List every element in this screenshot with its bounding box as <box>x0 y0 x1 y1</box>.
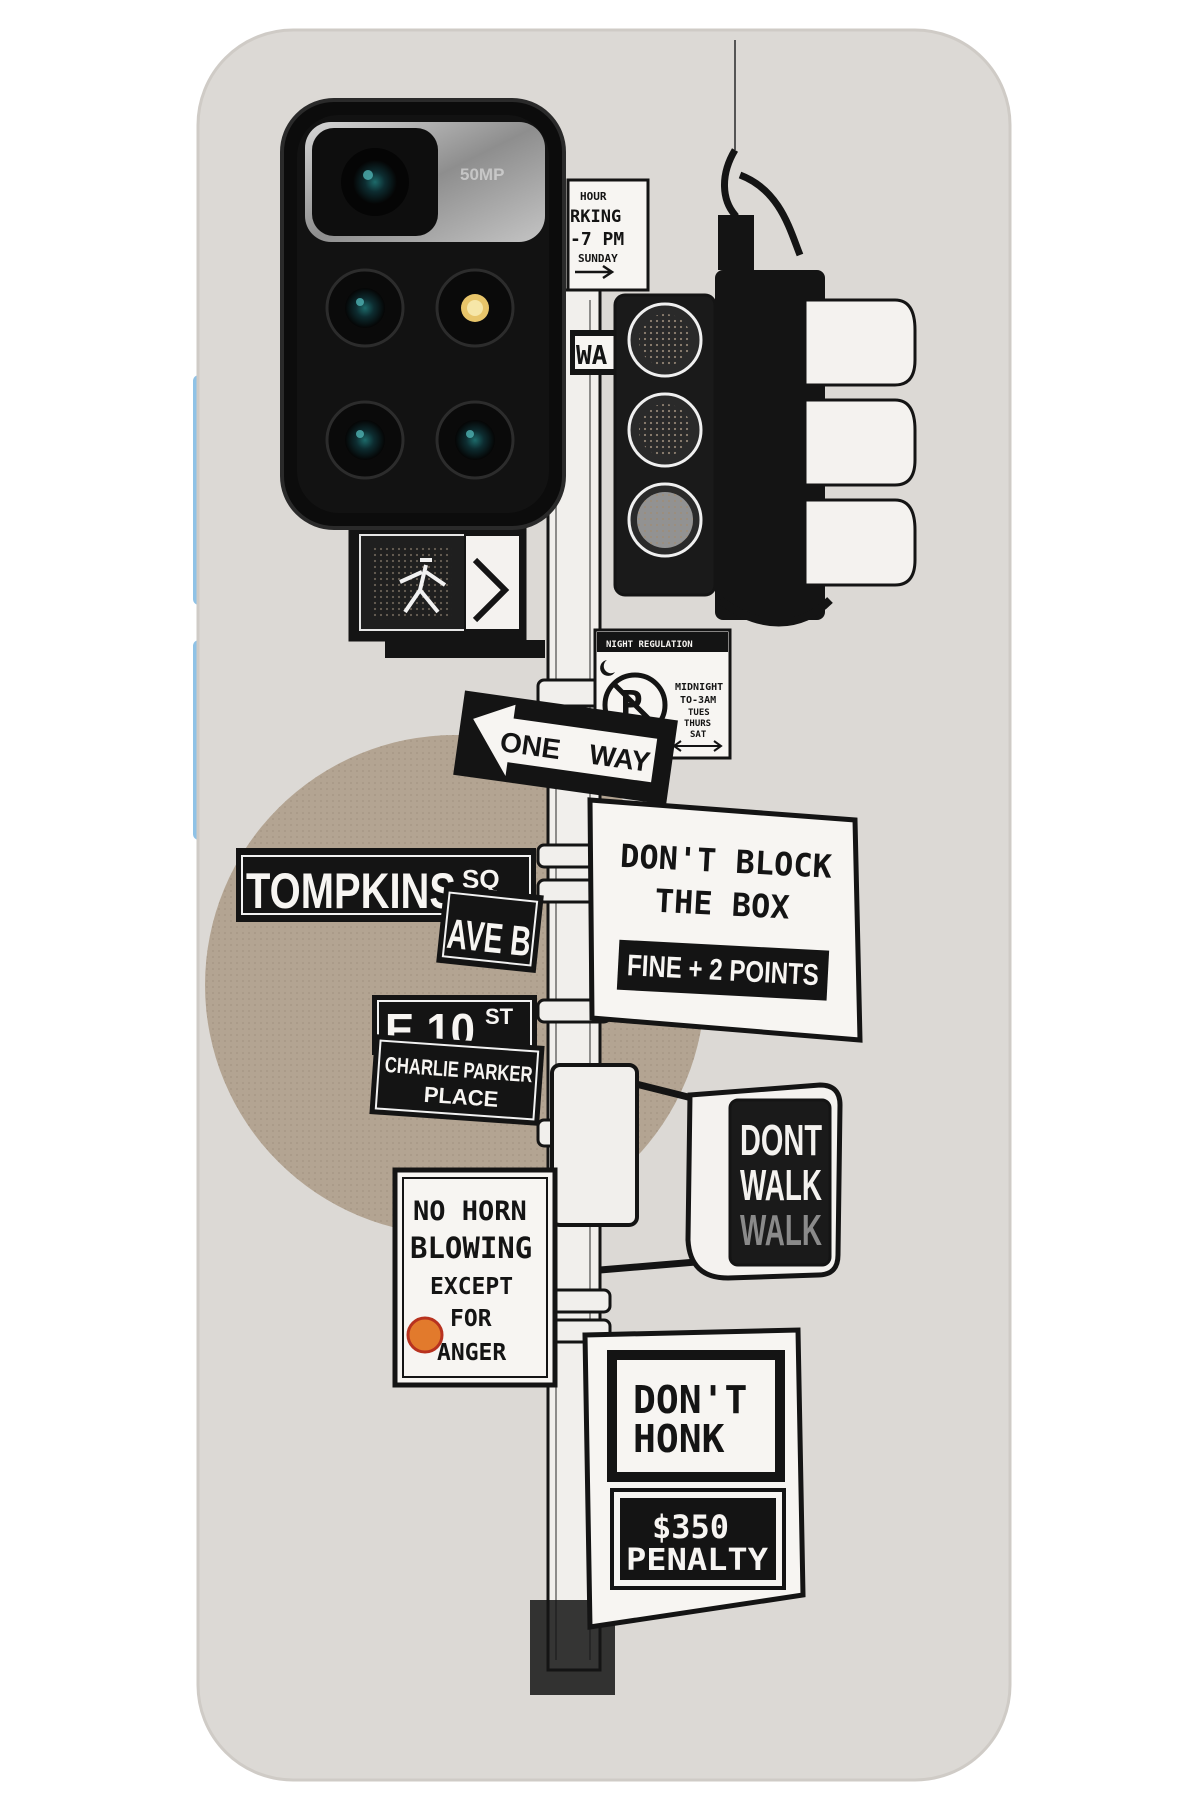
camera-megapixel-label: 50MP <box>460 165 504 184</box>
arrow-right-icon <box>575 264 615 280</box>
ave-b-street-sign: AVE B <box>436 884 544 974</box>
camera-flash <box>435 268 515 348</box>
no-horn-line1: NO HORN <box>413 1196 527 1227</box>
dont-walk-signal: DONT WALK WALK <box>685 1082 843 1281</box>
no-horn-blowing-sign: NO HORN BLOWING EXCEPT FOR ANGER <box>392 1167 558 1388</box>
charlie-parker-place-sign: CHARLIE PARKER PLACE <box>369 1034 545 1126</box>
walking-person-icon <box>399 558 447 614</box>
dont-honk-sign: DON'T HONK $350 PENALTY <box>582 1327 806 1630</box>
dont-honk-line1: DON'T <box>633 1378 747 1422</box>
night-line2: TO-3AM <box>680 695 716 706</box>
e10-suffix: ST <box>485 1004 514 1029</box>
parking-sign-line1: HOUR <box>580 190 607 203</box>
dont-walk-line3: WALK <box>740 1206 822 1255</box>
parking-sign-line2: RKING <box>570 207 621 227</box>
no-horn-line3: EXCEPT <box>430 1274 513 1300</box>
camera-module: 50MP <box>280 98 566 530</box>
tompkins-text: TOMPKINS <box>246 863 456 919</box>
parking-sign-line3: -7 PM <box>570 229 624 250</box>
secondary-camera-lenses <box>325 268 515 480</box>
no-horn-line2: BLOWING <box>410 1231 532 1265</box>
dont-honk-line2: HONK <box>633 1417 725 1461</box>
night-line3: TUES <box>688 708 710 718</box>
parking-sign-line4: SUNDAY <box>578 252 618 265</box>
traffic-light-hanger <box>721 148 804 260</box>
moon-icon <box>600 660 615 676</box>
no-horn-line5: ANGER <box>437 1340 506 1366</box>
dont-block-the-box-sign: DON'T BLOCK THE BOX FINE + 2 POINTS <box>587 797 863 1043</box>
ave-b-text: AVE B <box>445 910 533 966</box>
one-way-sign: ONE WAY <box>453 690 678 805</box>
dont-honk-line4: PENALTY <box>626 1543 768 1578</box>
night-line5: SAT <box>690 730 707 740</box>
dont-honk-line3: $350 <box>652 1508 729 1546</box>
traffic-light <box>613 270 917 627</box>
logo-sticker-icon <box>406 1316 444 1354</box>
no-horn-line4: FOR <box>450 1306 492 1332</box>
dont-block-line2: THE BOX <box>654 882 791 927</box>
night-regulation-title: NIGHT REGULATION <box>606 640 693 650</box>
dont-walk-line2: WALK <box>740 1161 822 1210</box>
way-fragment-text: WA <box>576 341 608 371</box>
parking-sign: HOUR RKING -7 PM SUNDAY <box>566 178 650 292</box>
pedestrian-walk-signal <box>348 523 545 658</box>
night-line1: MIDNIGHT <box>675 682 723 693</box>
night-line4: THURS <box>684 719 711 729</box>
dont-walk-line1: DONT <box>740 1116 822 1165</box>
charlie-parker-line2: PLACE <box>423 1082 499 1112</box>
